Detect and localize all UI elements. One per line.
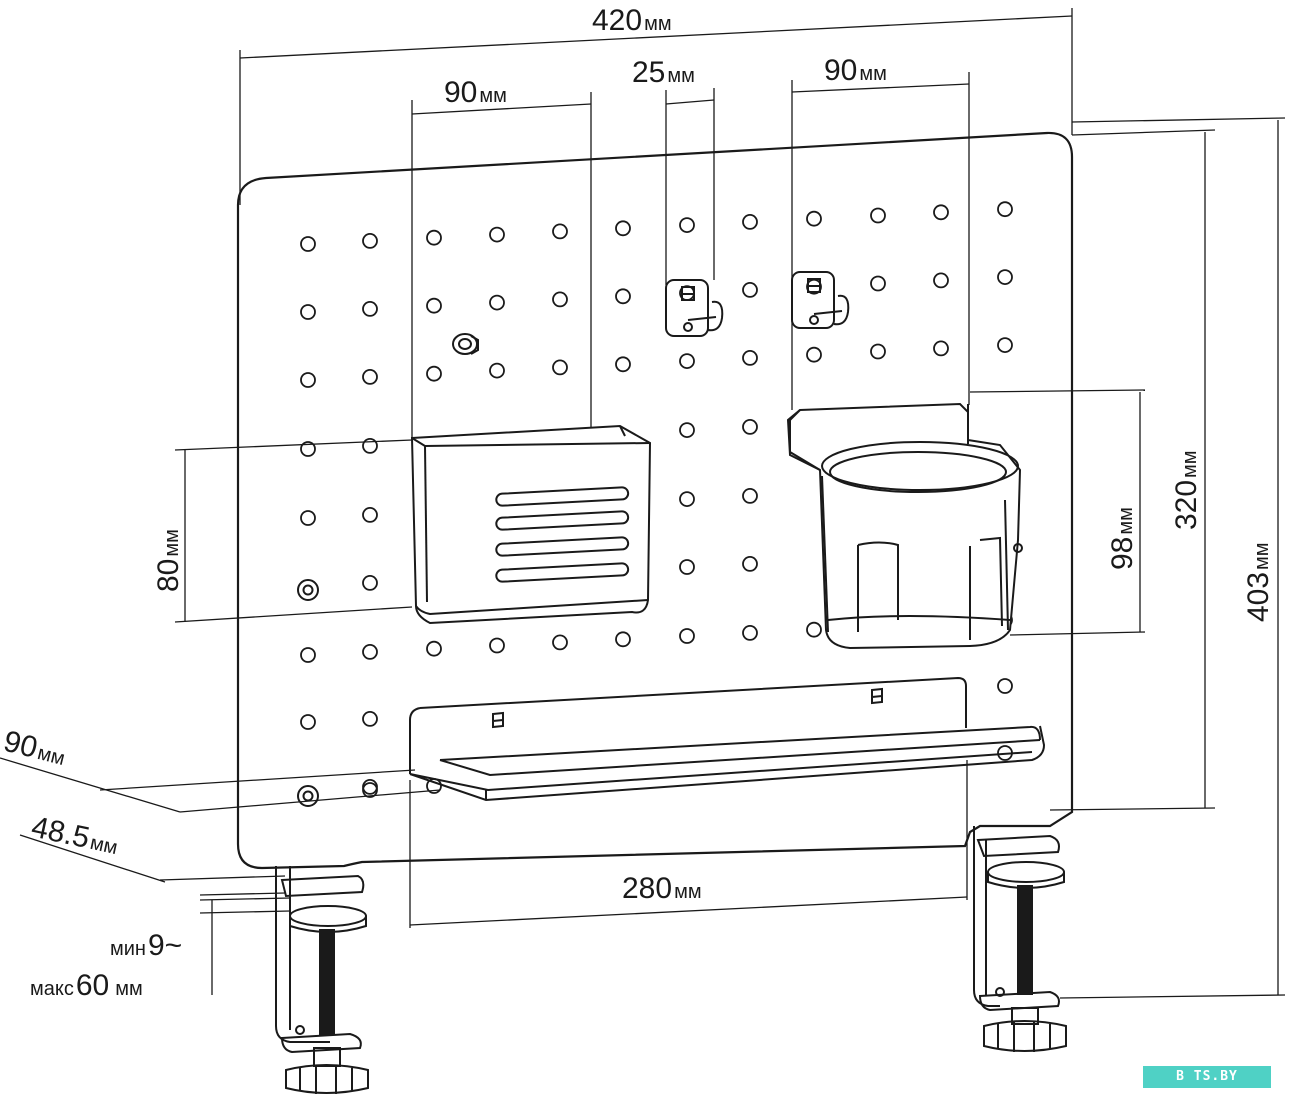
peg-hole <box>870 275 886 292</box>
mount-bolt <box>297 579 319 807</box>
dimension-lines <box>0 8 1286 999</box>
clamp-left <box>275 866 369 1094</box>
peg-hole <box>362 711 378 727</box>
peg-hole <box>426 297 442 314</box>
peg-hole <box>742 418 758 435</box>
peg-hole <box>933 272 949 289</box>
peg-hole <box>742 625 758 641</box>
peg-hole <box>300 304 316 320</box>
peg-hole <box>679 217 695 234</box>
peg-hole <box>997 269 1013 286</box>
peg-hole <box>679 422 695 439</box>
dim-total-height: 403мм <box>1242 542 1275 622</box>
peg-hole <box>742 487 758 504</box>
peg-hole <box>742 281 758 298</box>
peg-hole <box>362 300 378 317</box>
peg-hole <box>742 213 758 230</box>
peg-hole <box>679 559 695 575</box>
peg-hole <box>552 291 568 308</box>
peg-hole <box>742 556 758 572</box>
peg-hole <box>489 294 505 311</box>
peg-hole <box>426 229 442 246</box>
peg-hole <box>362 782 378 798</box>
peg-hole <box>997 201 1013 218</box>
pegboard-panel <box>236 131 1074 870</box>
peg-hole <box>362 575 378 591</box>
peg-hole <box>870 343 886 360</box>
peg-hole <box>997 337 1013 354</box>
peg-hole <box>489 362 505 379</box>
dim-cup-height: 98мм <box>1106 507 1139 570</box>
peg-hole <box>300 714 316 730</box>
dim-basket-height: 80мм <box>152 529 185 592</box>
peg-hole <box>489 226 505 243</box>
peg-hole <box>806 621 822 638</box>
peg-hole <box>742 349 758 366</box>
basket-slots <box>495 486 630 583</box>
peg-hole <box>679 628 695 644</box>
peg-hole <box>615 631 631 648</box>
peg-hole <box>615 356 631 373</box>
hook-left <box>665 279 724 337</box>
peg-hole <box>362 437 378 454</box>
peg-hole <box>426 640 442 657</box>
storage-basket <box>410 424 652 625</box>
dim-clamp-min: мин9~ <box>110 929 182 962</box>
peg-hole <box>552 634 568 651</box>
cup-holder <box>786 402 1023 650</box>
dim-shelf-depth: 90мм <box>0 725 69 772</box>
peg-hole <box>362 507 378 523</box>
peg-hole <box>362 644 378 660</box>
peg-hole <box>362 368 378 385</box>
peg-pin <box>452 333 479 355</box>
peg-hole <box>426 365 442 382</box>
peg-hole <box>615 220 631 237</box>
dim-board-height: 320мм <box>1170 450 1203 530</box>
peg-hole <box>997 678 1013 694</box>
peg-hole <box>806 346 822 363</box>
peg-hole <box>300 510 316 526</box>
peg-hole <box>552 359 568 376</box>
watermark-text: B TS.BY <box>1176 1069 1238 1084</box>
peg-hole <box>489 637 505 654</box>
peg-hole <box>679 353 695 370</box>
peg-holes <box>300 201 1013 798</box>
watermark-badge <box>1143 1066 1271 1088</box>
hook-right <box>791 271 850 329</box>
peg-hole <box>806 210 822 227</box>
peg-hole <box>552 223 568 240</box>
shelf <box>409 676 1046 802</box>
dim-clamp-depth: 48.5мм <box>29 811 122 862</box>
peg-hole <box>679 491 695 508</box>
clamp-right <box>973 826 1067 1052</box>
peg-hole <box>300 236 316 252</box>
peg-hole <box>300 441 316 457</box>
peg-hole <box>933 340 949 357</box>
peg-hole <box>300 647 316 663</box>
peg-hole <box>362 779 378 795</box>
peg-hole <box>300 372 316 388</box>
peg-hole <box>870 207 886 224</box>
peg-hole <box>362 232 378 249</box>
peg-hole <box>933 204 949 221</box>
peg-hole <box>615 288 631 305</box>
